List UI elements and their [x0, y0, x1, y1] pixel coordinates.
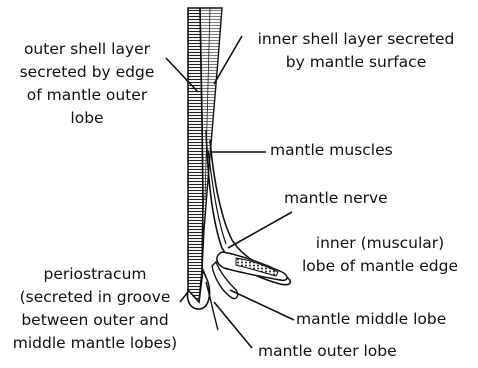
label-mantle-middle-lobe: mantle middle lobe — [296, 308, 446, 331]
leader-outer-lobe — [214, 302, 252, 348]
leader-mantle-nerve — [228, 212, 292, 248]
mantle-outer-lobe-shape — [206, 282, 218, 330]
label-mantle-outer-lobe: mantle outer lobe — [258, 340, 397, 363]
label-inner-shell-layer: inner shell layer secreted by mantle sur… — [238, 28, 474, 74]
label-mantle-nerve: mantle nerve — [284, 187, 388, 210]
label-outer-shell-layer: outer shell layer secreted by edge of ma… — [4, 38, 170, 130]
label-periostracum: periostracum (secreted in groove between… — [2, 263, 188, 355]
inner-shell-layer — [200, 8, 222, 270]
label-mantle-muscles: mantle muscles — [270, 139, 393, 162]
leader-middle-lobe — [230, 290, 294, 320]
label-inner-lobe: inner (muscular) lobe of mantle edge — [288, 232, 472, 278]
